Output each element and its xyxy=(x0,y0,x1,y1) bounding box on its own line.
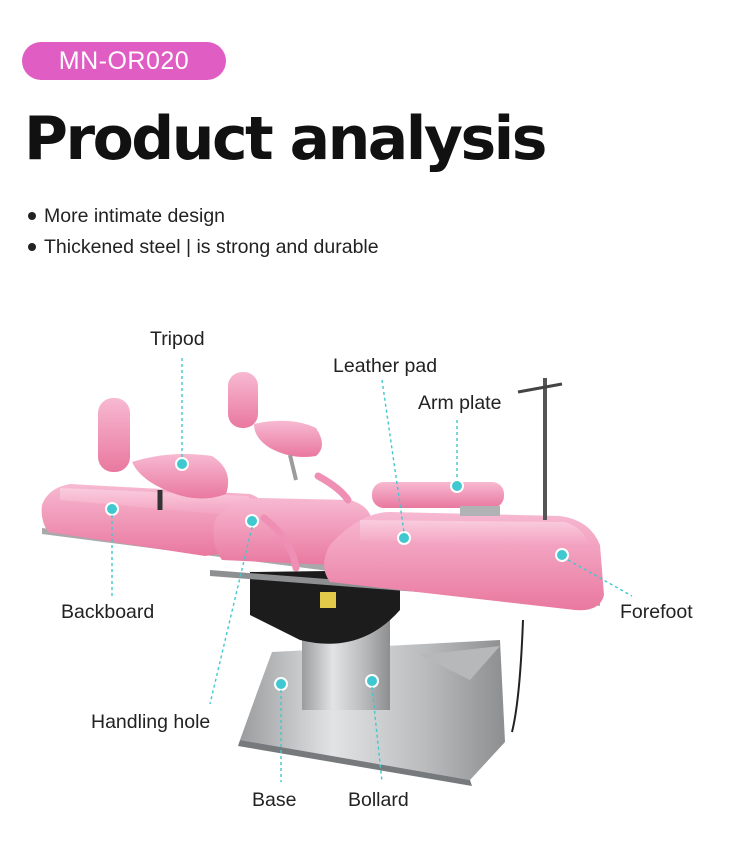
marker-bollard xyxy=(365,674,379,688)
feature-list: More intimate design Thickened steel | i… xyxy=(26,204,379,266)
callout-markers xyxy=(105,457,569,691)
iv-pole xyxy=(511,378,563,733)
callout-arm-plate: Arm plate xyxy=(418,392,502,414)
operating-table-illustration xyxy=(41,358,633,786)
bullet-icon xyxy=(28,212,36,220)
feature-item: More intimate design xyxy=(26,204,379,235)
model-badge: MN-OR020 xyxy=(22,42,226,80)
marker-leather-pad xyxy=(397,531,411,545)
table-column xyxy=(250,570,400,710)
callout-base: Base xyxy=(252,789,297,811)
feature-text: Thickened steel | is strong and durable xyxy=(44,236,379,258)
callout-handling-hole: Handling hole xyxy=(91,711,211,733)
callout-leaders xyxy=(111,358,633,783)
marker-base xyxy=(274,677,288,691)
handles xyxy=(260,472,352,572)
marker-tripod xyxy=(175,457,189,471)
callout-bollard: Bollard xyxy=(348,789,409,811)
feature-text: More intimate design xyxy=(44,205,226,227)
marker-arm-plate xyxy=(450,479,464,493)
feature-item: Thickened steel | is strong and durable xyxy=(26,235,379,266)
marker-forefoot xyxy=(555,548,569,562)
leg-holders xyxy=(98,372,322,510)
page-title: Product analysis xyxy=(24,104,547,174)
marker-seat xyxy=(245,514,259,528)
bullet-icon xyxy=(28,243,36,251)
marker-backboard xyxy=(105,502,119,516)
arm-plate xyxy=(372,482,504,516)
callout-forefoot: Forefoot xyxy=(620,601,693,623)
callout-leather-pad: Leather pad xyxy=(333,355,438,377)
callout-tripod: Tripod xyxy=(150,328,205,350)
callout-backboard: Backboard xyxy=(61,601,155,623)
